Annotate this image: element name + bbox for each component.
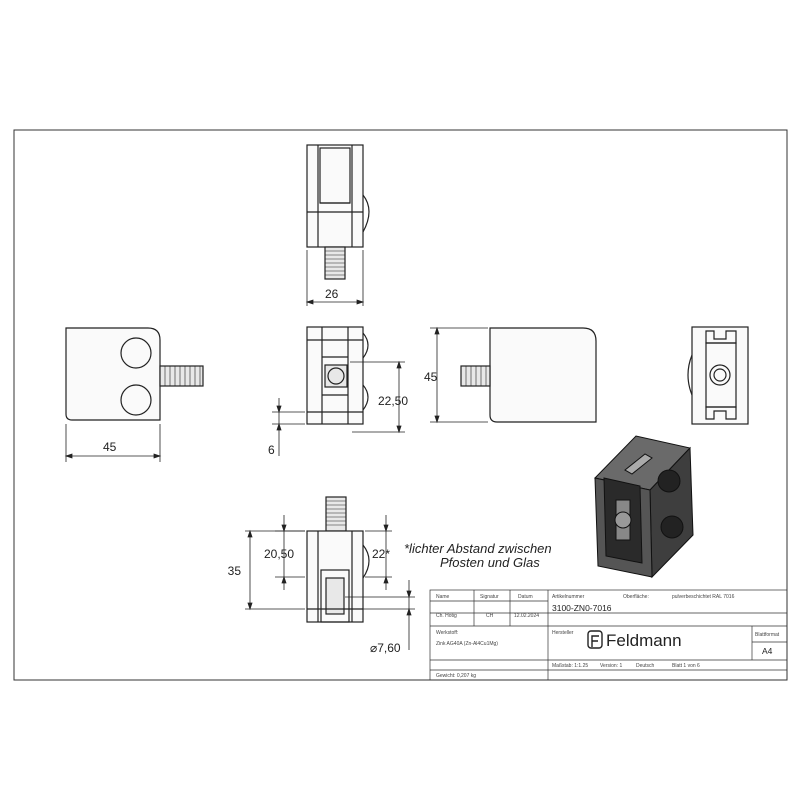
tb-article-number: 3100-ZN0-7016 — [552, 603, 612, 613]
top-width-dimension — [305, 250, 365, 306]
tb-drawn-date: 12.02.2024 — [514, 613, 539, 619]
feldmann-logo-icon — [587, 630, 603, 649]
top-view — [306, 144, 370, 280]
tb-material-value: Zink AG40A (Zn-Al4Cu1Mg) — [436, 641, 498, 647]
tb-weight: Gewicht: 0,207 kg — [436, 673, 476, 679]
tb-hdr-date: Datum — [518, 594, 533, 600]
title-block — [429, 589, 788, 681]
front-width-dimension — [64, 424, 162, 462]
side-small-label: 6 — [268, 443, 275, 457]
tb-format-label: Blattformat — [755, 632, 780, 638]
bottom-height-label: 35 — [228, 564, 242, 578]
front-width-label: 45 — [103, 440, 117, 454]
tb-surface-label: Oberfläche: — [623, 594, 649, 600]
right-view — [460, 327, 597, 423]
front-view — [65, 327, 204, 421]
side-dimensions — [272, 360, 405, 456]
bottom-dimensions — [245, 515, 415, 650]
bottom-view — [306, 496, 370, 623]
tb-brand: Feldmann — [606, 631, 682, 650]
bottom-angle-label: 22* — [372, 547, 390, 561]
tb-surface-value: pulverbeschichtet RAL 7016 — [672, 594, 735, 600]
tb-format-value: A4 — [762, 646, 773, 656]
side-offset-label: 22,50 — [378, 394, 408, 408]
right-height-dimension — [430, 326, 488, 424]
tb-material-label: Werkstoff: — [436, 630, 458, 636]
end-view — [687, 326, 749, 425]
tb-version: Version: 1 — [600, 663, 622, 669]
tb-drawn-name: Ch. Hötig — [436, 613, 457, 619]
note-line-2: Pfosten und Glas — [440, 555, 540, 570]
bolt-hole-lower — [120, 384, 152, 416]
tb-hdr-name: Name — [436, 594, 450, 600]
tb-drawn-signature: CH — [486, 613, 494, 619]
tb-manufacturer-label: Hersteller — [552, 630, 574, 636]
tb-scale: Maßstab: 1:1.25 — [552, 663, 588, 669]
isometric-view — [594, 435, 694, 579]
note-line-1: *lichter Abstand zwischen — [404, 541, 552, 556]
right-height-label: 45 — [424, 370, 438, 384]
side-view — [306, 326, 369, 425]
top-width-label: 26 — [325, 287, 339, 301]
drawing-frame — [13, 129, 788, 681]
bolt-hole-upper — [120, 337, 152, 369]
tb-sheet: Blatt 1 von 6 — [672, 663, 700, 669]
bore-diameter-label: ⌀7,60 — [370, 641, 401, 655]
tb-hdr-signature: Signatur — [480, 594, 499, 600]
tb-language: Deutsch — [636, 663, 655, 669]
tb-article-label: Artikelnummer — [552, 594, 585, 600]
bottom-offset-label: 20,50 — [264, 547, 294, 561]
